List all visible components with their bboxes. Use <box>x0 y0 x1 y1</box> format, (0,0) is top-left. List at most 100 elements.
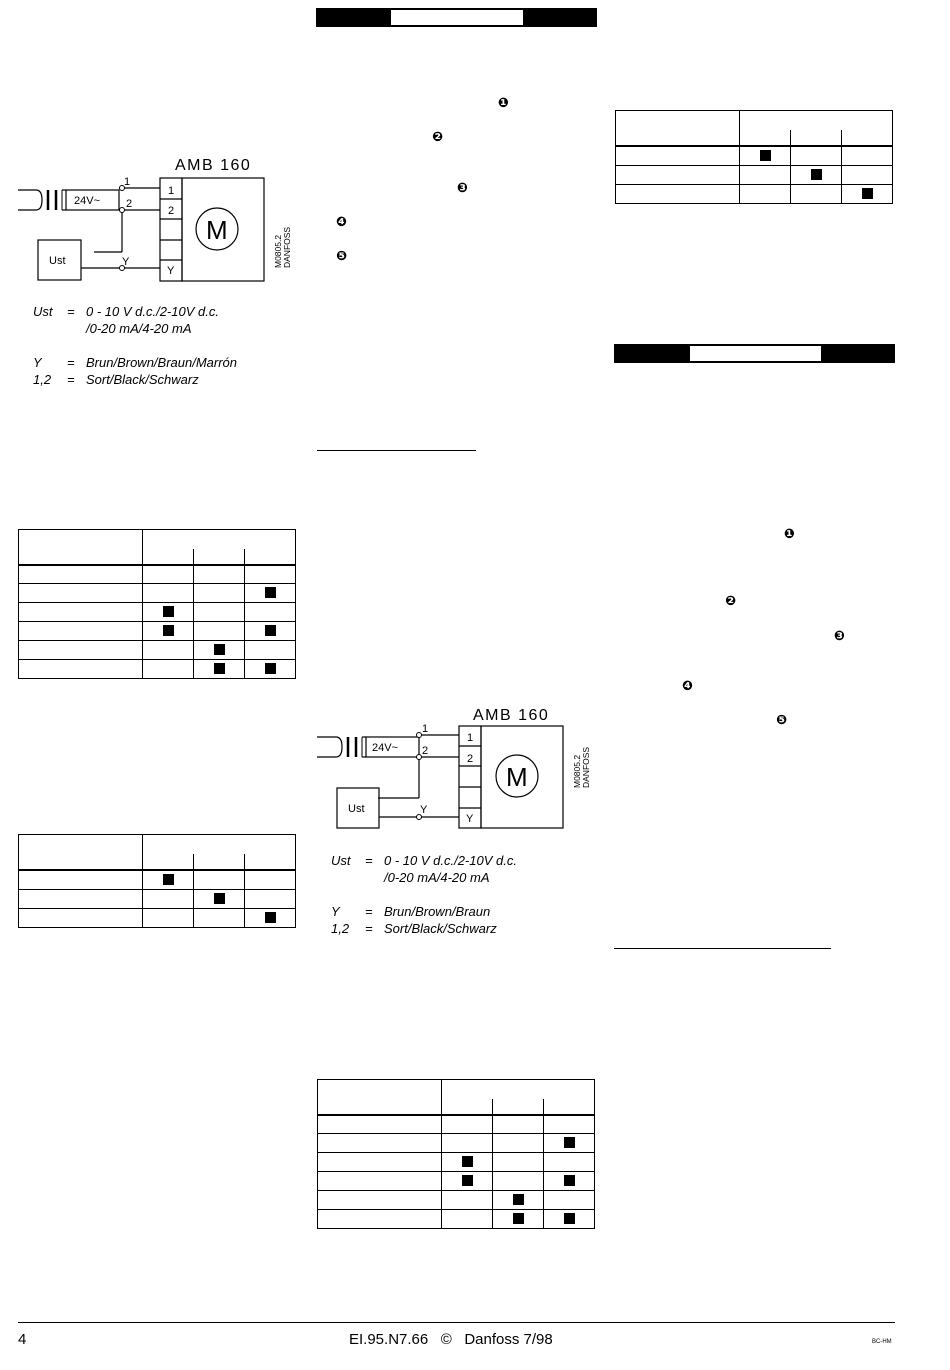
table-header-group <box>142 833 296 854</box>
wire-label-2: 2 <box>422 745 428 757</box>
motor-symbol: M <box>206 215 228 245</box>
marker-3: ❸ <box>834 629 846 644</box>
table-cell <box>193 602 245 622</box>
table-cell <box>193 659 245 679</box>
table-cell <box>492 1114 544 1134</box>
table-cell <box>193 869 245 890</box>
section-header-bar-right <box>614 344 895 363</box>
section-header-bar-mid <box>316 8 597 27</box>
table-cell <box>543 1209 595 1229</box>
legend-key: 1,2 <box>33 372 52 387</box>
filled-square-icon <box>162 874 174 886</box>
doc-ref: EI.95.N7.66 <box>349 1331 429 1348</box>
motor-symbol: M <box>506 762 528 792</box>
filled-square-icon <box>563 1137 575 1149</box>
wire-label-1: 1 <box>124 176 130 188</box>
table-cell <box>244 602 296 622</box>
wire-label-y: Y <box>420 804 428 816</box>
table-cell <box>244 583 296 603</box>
table-row <box>317 1171 595 1191</box>
diagram-title: AMB 160 <box>175 157 251 174</box>
table-row <box>317 1133 595 1153</box>
rule-right <box>614 948 831 949</box>
table-row-label <box>317 1114 442 1134</box>
table-cell <box>441 1190 493 1210</box>
table-cell <box>244 621 296 641</box>
code-line1: M0805.2 <box>273 235 283 268</box>
terminal-2: 2 <box>168 205 174 217</box>
terminal-1: 1 <box>467 732 473 744</box>
table-row-label <box>615 184 740 204</box>
code-line2: DANFOSS <box>282 227 292 268</box>
footer-rule <box>18 1322 895 1323</box>
filled-square-icon <box>213 644 225 656</box>
table-row <box>615 165 893 185</box>
matrix-table-left-six <box>18 528 296 679</box>
table-cell <box>142 621 194 641</box>
copyright-symbol: © <box>440 1331 452 1348</box>
table-row <box>18 583 296 603</box>
table-cell <box>244 659 296 679</box>
table-header-group <box>739 109 893 130</box>
legend-key: Y <box>33 355 42 370</box>
wiring-diagram-left: AMB 160 24V~ 1 2 Y Ust 1 2 Y M M0805.2 D… <box>18 157 292 282</box>
table-cell <box>142 602 194 622</box>
table-row <box>18 908 296 928</box>
table-cell <box>841 145 893 166</box>
table-row-label <box>615 145 740 166</box>
legend-value: 0 - 10 V d.c./2-10V d.c. <box>384 853 517 868</box>
table-cell <box>244 908 296 928</box>
matrix-table <box>317 1078 595 1229</box>
legend-eq: = <box>67 355 75 370</box>
table-cell <box>441 1133 493 1153</box>
diagram-title: AMB 160 <box>473 707 549 724</box>
code-line2: DANFOSS <box>581 747 591 788</box>
table-row <box>317 1152 595 1172</box>
table-cell <box>244 640 296 660</box>
rule-mid <box>317 450 476 451</box>
table-cell <box>739 184 791 204</box>
table-cell <box>441 1209 493 1229</box>
legend-eq: = <box>365 853 373 868</box>
table-cell <box>441 1114 493 1134</box>
marker-5: ❺ <box>776 713 788 728</box>
table-row-label <box>18 889 143 909</box>
table-cell <box>790 184 842 204</box>
legend-value: Brun/Brown/Braun <box>384 904 491 919</box>
table-row <box>317 1209 595 1229</box>
table-row-label <box>18 640 143 660</box>
filled-square-icon <box>213 663 225 675</box>
table-cell <box>193 889 245 909</box>
table-cell <box>739 145 791 166</box>
table-row-label <box>317 1209 442 1229</box>
table-row-label <box>18 659 143 679</box>
matrix-table <box>615 109 893 204</box>
legend-mid: Ust=0 - 10 V d.c./2-10V d.c. /0-20 mA/4-… <box>331 852 517 937</box>
table-header-label <box>317 1079 442 1116</box>
table-cell <box>142 583 194 603</box>
table-cell <box>193 908 245 928</box>
table-cell <box>142 564 194 584</box>
legend-value: 0 - 10 V d.c./2-10V d.c. <box>86 304 219 319</box>
marker-2: ❷ <box>725 594 737 609</box>
marker-4: ❹ <box>682 679 694 694</box>
table-cell <box>142 659 194 679</box>
marker-4: ❹ <box>336 215 348 230</box>
table-row <box>615 184 893 204</box>
table-cell <box>142 640 194 660</box>
legend-eq: = <box>67 372 75 387</box>
table-row-label <box>18 583 143 603</box>
filled-square-icon <box>162 606 174 618</box>
table-cell <box>543 1114 595 1134</box>
table-cell <box>244 889 296 909</box>
table-subheader-cell <box>543 1098 595 1117</box>
table-cell <box>841 184 893 204</box>
matrix-table-mid-six <box>317 1078 595 1229</box>
table-row-label <box>317 1133 442 1153</box>
table-subheader-cell <box>790 129 842 148</box>
legend-value-cont: /0-20 mA/4-20 mA <box>86 321 192 336</box>
table-row <box>18 621 296 641</box>
table-subheader-cell <box>244 548 296 567</box>
code-line1: M0805.2 <box>572 755 582 788</box>
table-subheader-cell <box>142 548 194 567</box>
